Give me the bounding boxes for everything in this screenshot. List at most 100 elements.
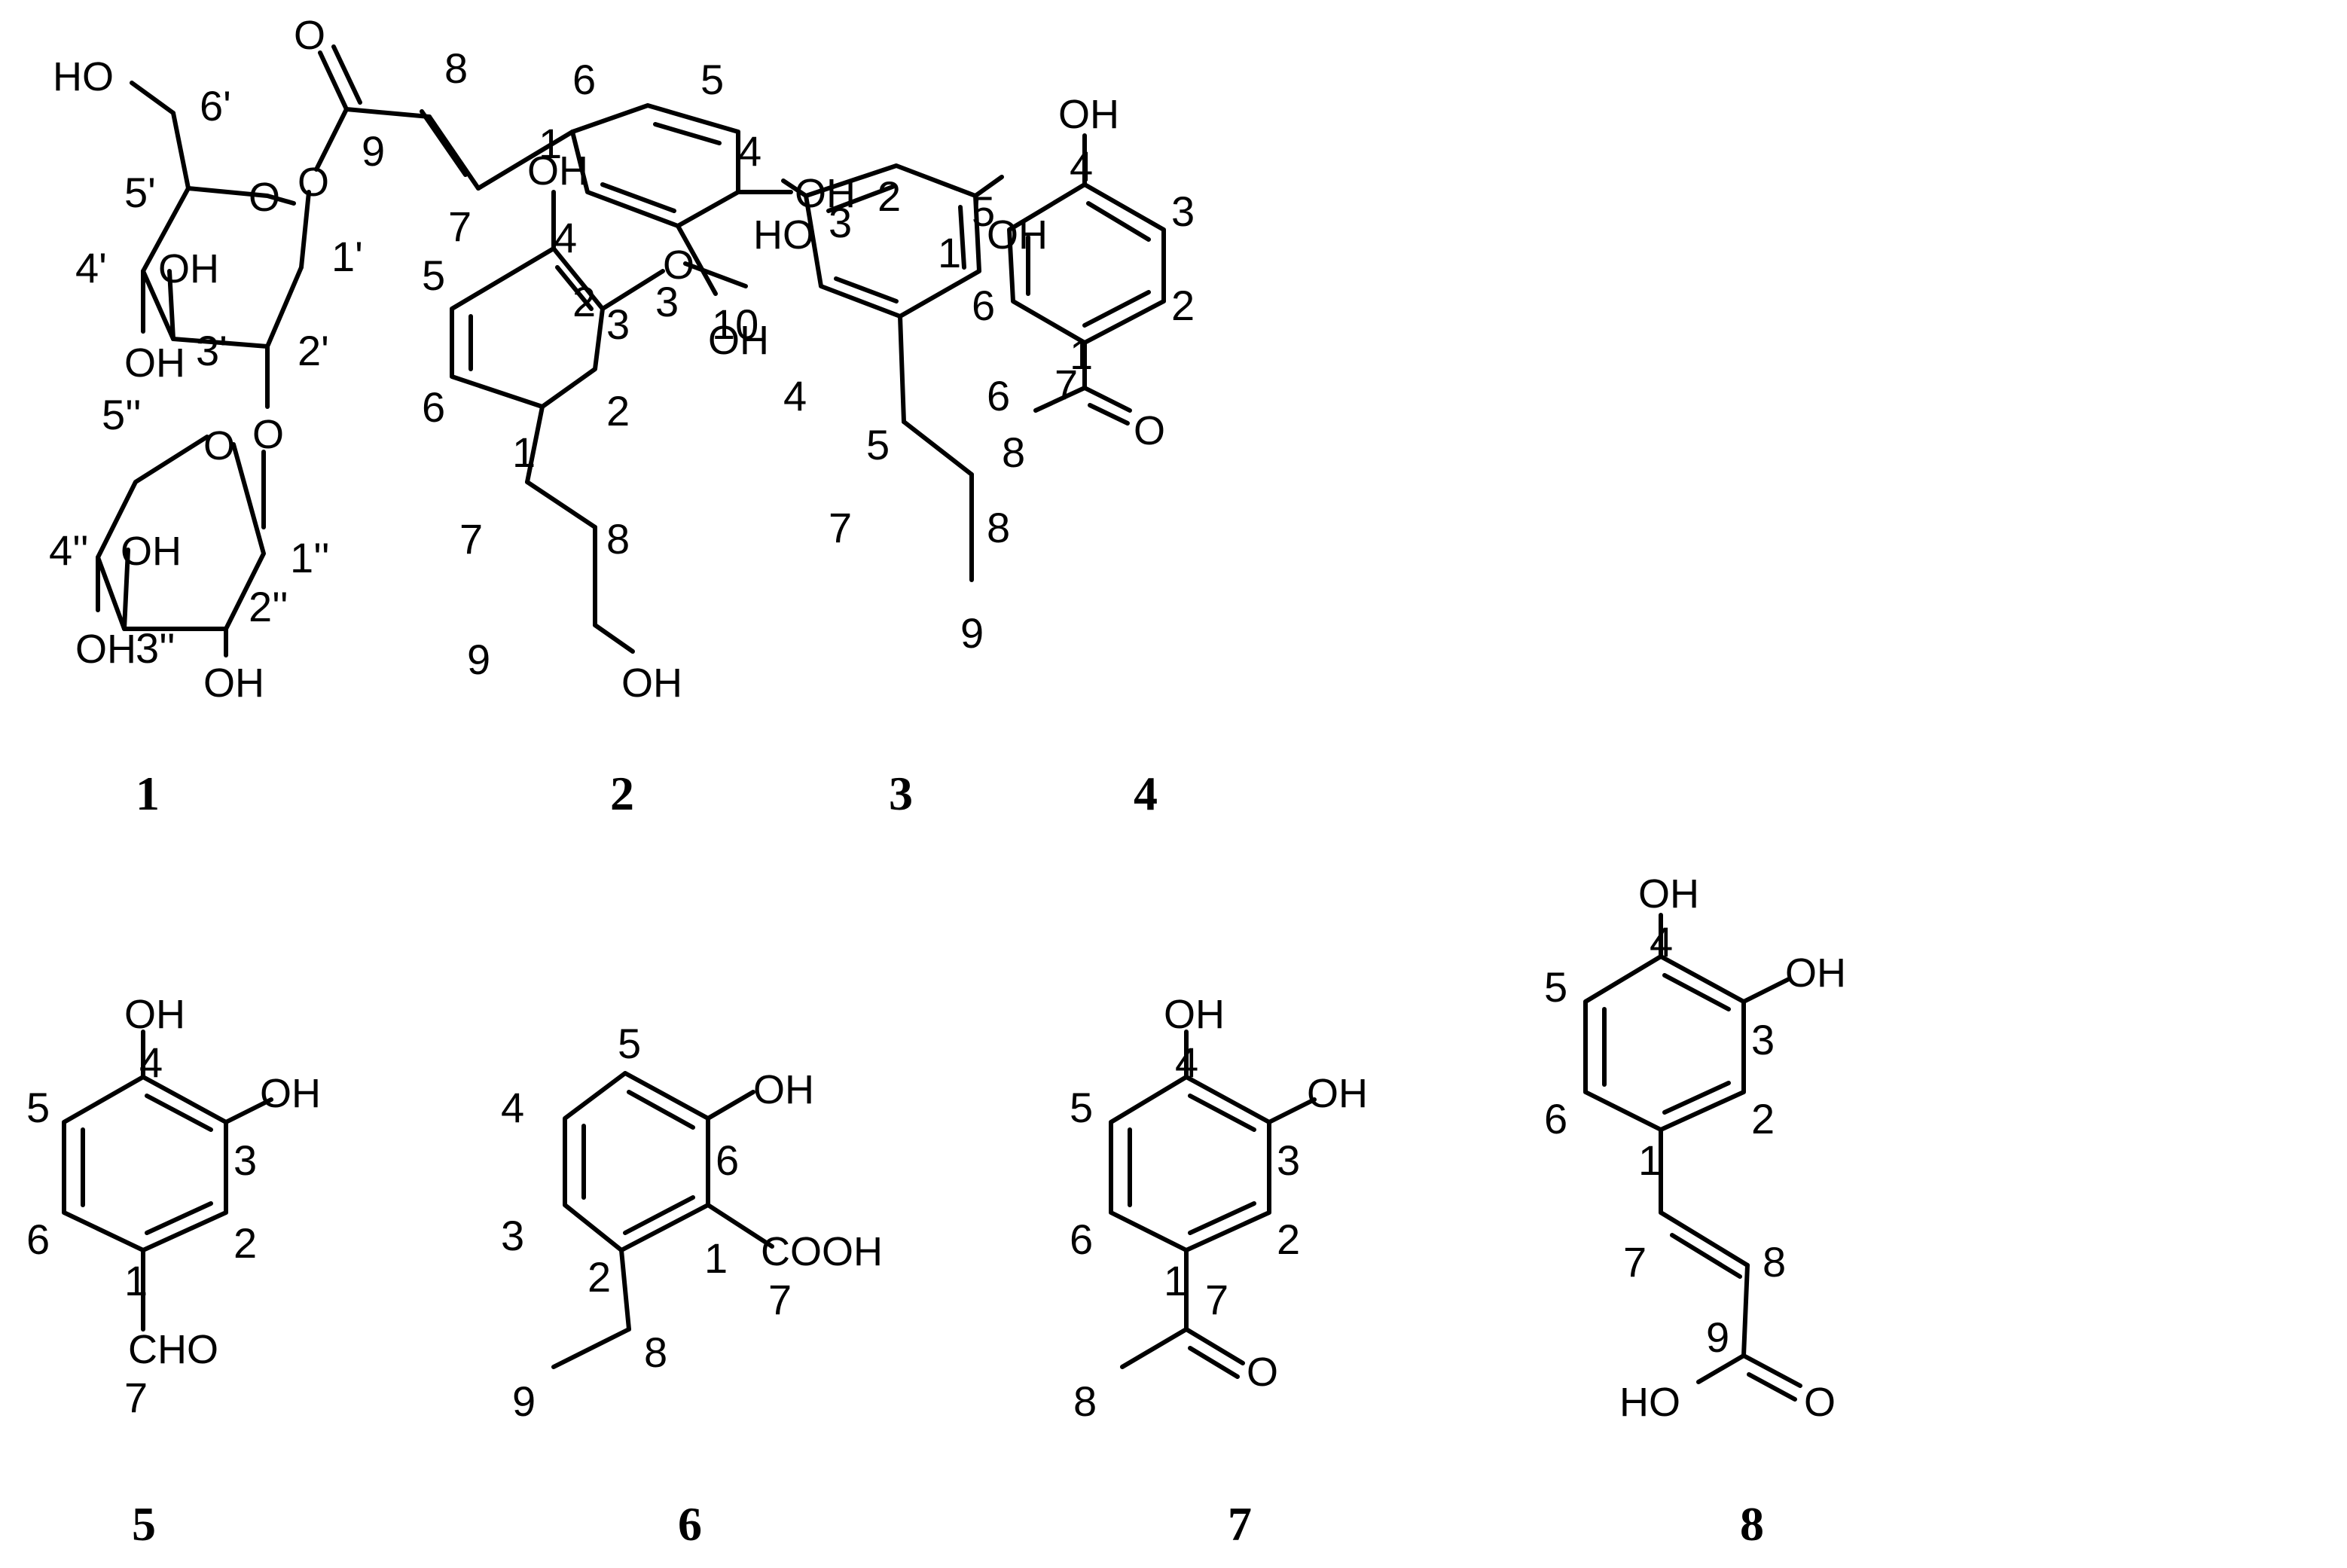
compound-8-ring-double-bond-b xyxy=(1662,973,1731,1011)
compound-8-bond-c8-c9 xyxy=(1741,1263,1750,1358)
compound-1-bond-c6p-oh xyxy=(130,81,175,115)
compound-8-bond-c9-o xyxy=(1741,1353,1802,1388)
compound-1-bond-c7-c8-double xyxy=(420,109,468,177)
compound-6-bond-c6-oh xyxy=(706,1090,755,1121)
compound-1-oh2pp: OH xyxy=(203,660,264,706)
compound-6: 5 OH 4 6 3 2 1 COOH 7 8 9 6 xyxy=(501,1020,883,1551)
compound-1-ring-double-bond-b xyxy=(600,182,676,213)
compound-8-aromatic-ring xyxy=(1583,954,1746,1132)
compound-1-label-c2pp: 2'' xyxy=(249,583,288,630)
compound-8-bond-c7-c8 xyxy=(1659,1210,1750,1268)
compound-2: OH 4 5 O 3 10 6 2 1 7 8 9 OH 2 xyxy=(422,148,758,820)
compound-4-label-c7: 7 xyxy=(1054,361,1078,408)
compound-1-label-c5p: 5' xyxy=(124,169,156,216)
compound-3-label-c3: 3 xyxy=(829,199,852,246)
compound-5-label-c1: 1 xyxy=(124,1257,148,1304)
compound-8-bond-c7-c8-double xyxy=(1670,1233,1742,1279)
compound-4-bond-c7-o xyxy=(1082,386,1132,413)
compound-2-bond-c3-o xyxy=(600,269,665,311)
compound-5-label-c7: 7 xyxy=(124,1374,148,1421)
compound-1: HO 6' O 8 6 5 9 1 4 OH 5' O O 7 4' OH 1'… xyxy=(49,13,856,820)
compound-7-ring-double-bond-c xyxy=(1188,1201,1256,1235)
compound-8-label-c9: 9 xyxy=(1706,1313,1729,1361)
compound-1-label-c4: 4 xyxy=(738,127,761,175)
compound-1-label-c5pp: 5'' xyxy=(102,391,142,438)
compound-1-bond-c3-oh xyxy=(676,224,718,296)
compound-6-aromatic-ring xyxy=(563,1071,710,1252)
compound-1-bond-c9-o-double xyxy=(318,50,349,111)
compound-1-label-c1pp: 1'' xyxy=(290,534,330,581)
compound-5-label-c4: 4 xyxy=(139,1039,163,1086)
compound-5-number: 5 xyxy=(132,1497,156,1551)
compound-2-label-c7: 7 xyxy=(459,515,483,563)
compound-3-aromatic-ring xyxy=(804,163,981,319)
compound-1-label-c9: 9 xyxy=(362,127,385,175)
compound-1-label-c3: 3 xyxy=(655,278,679,325)
compound-7-label-c8: 8 xyxy=(1073,1377,1097,1425)
compound-1-label-c2p: 2' xyxy=(298,327,329,374)
compound-1-label-c1: 1 xyxy=(539,120,562,167)
compound-5-aromatic-ring xyxy=(62,1075,228,1252)
compound-2-label-c8: 8 xyxy=(606,515,630,563)
compound-4-oh: OH xyxy=(1058,92,1119,137)
compound-4-label-c6: 6 xyxy=(972,282,995,329)
compound-5-label-c5: 5 xyxy=(26,1084,50,1131)
compound-2-label-c3: 3 xyxy=(606,300,630,348)
compound-1-bond-o-c1p xyxy=(299,190,311,270)
compound-1-label-c5: 5 xyxy=(700,56,724,103)
compound-7-label-c3: 3 xyxy=(1277,1136,1300,1184)
compound-8-label-c1: 1 xyxy=(1638,1136,1662,1184)
compound-1-bond-c7-c8 xyxy=(427,114,481,191)
compound-3-ring-double-bond-c xyxy=(834,276,899,304)
compound-1-oh4pp: OH xyxy=(75,627,136,672)
compound-3: HO 3 2 OH 1 4 6 5 7 8 9 3 xyxy=(753,163,1048,820)
compound-2-ring-double-bond-b xyxy=(555,265,594,311)
compound-4-bond-c7-c8 xyxy=(1033,386,1087,413)
compound-7-bond-c3-oh xyxy=(1267,1097,1317,1124)
compound-8-bond-c3-oh xyxy=(1741,977,1791,1004)
compound-3-label-c7: 7 xyxy=(829,504,852,551)
compound-1-bond-c3p-oh xyxy=(167,269,175,341)
compound-1-label-c1p: 1' xyxy=(331,233,363,280)
compound-6-label-c5: 5 xyxy=(618,1020,641,1067)
compound-3-ho3: HO xyxy=(753,212,814,258)
compound-6-label-c3: 3 xyxy=(501,1212,524,1259)
compound-3-label-c4: 4 xyxy=(783,372,807,419)
compound-8-label-c4: 4 xyxy=(1650,918,1673,966)
compound-6-label-c6: 6 xyxy=(716,1136,739,1184)
compound-6-label-c2: 2 xyxy=(588,1253,611,1301)
compound-1-o-ring1: O xyxy=(249,175,280,220)
compound-6-bond-c1-cooh xyxy=(706,1203,774,1249)
compound-2-label-c2: 2 xyxy=(606,387,630,435)
compound-5-label-c2: 2 xyxy=(233,1219,257,1267)
compound-7-label-c4: 4 xyxy=(1175,1039,1198,1086)
compound-1-bond-c9-o-double-b xyxy=(331,44,362,105)
compound-1-o-ring2: O xyxy=(203,423,235,468)
compound-6-bond-c8-c9 xyxy=(551,1327,631,1369)
compound-8-label-c3: 3 xyxy=(1751,1016,1775,1063)
compound-3-number: 3 xyxy=(889,767,913,820)
compound-7-ring-double-bond-b xyxy=(1188,1094,1256,1132)
compound-8-label-c2: 2 xyxy=(1751,1095,1775,1142)
compound-8-ring-double-bond-c xyxy=(1662,1081,1731,1115)
compound-6-label-c8: 8 xyxy=(644,1329,667,1376)
compound-6-ring-double-bond-b xyxy=(627,1090,695,1130)
compound-7-oh4: OH xyxy=(1164,992,1225,1037)
compound-3-ring-double-bond-b xyxy=(958,205,966,270)
compound-7: OH 4 OH 5 3 6 2 1 7 8 O 7 xyxy=(1070,992,1368,1551)
compound-5: OH 4 OH 5 3 6 2 1 CHO 7 5 xyxy=(26,992,321,1551)
compound-2-bond-c7-c8 xyxy=(525,480,597,529)
compound-1-oh3pp: OH xyxy=(121,529,182,574)
compound-2-bond-c9-oh xyxy=(593,623,635,654)
compound-2-oh: OH xyxy=(527,148,588,194)
compound-7-o: O xyxy=(1247,1350,1278,1395)
compound-6-cooh: COOH xyxy=(761,1229,883,1274)
compound-3-label-c9: 9 xyxy=(960,609,984,657)
compound-8-oh3: OH xyxy=(1785,950,1846,996)
compound-3-label-c6: 6 xyxy=(987,372,1010,419)
compound-7-label-c1: 1 xyxy=(1164,1257,1187,1304)
compound-7-label-c2: 2 xyxy=(1277,1216,1300,1263)
compound-5-ring-double-bond-b xyxy=(145,1094,213,1132)
compound-3-oh1: OH xyxy=(987,212,1048,258)
